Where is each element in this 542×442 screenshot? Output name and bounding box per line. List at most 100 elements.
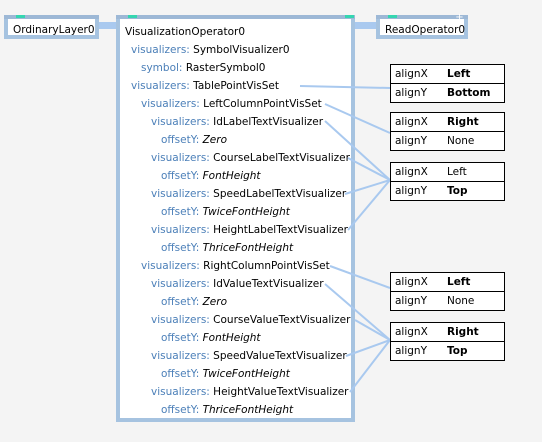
- property-value: HeightValueTextVisualizer: [213, 386, 349, 398]
- property-row[interactable]: visualizers: LeftColumnPointVisSet: [141, 97, 322, 111]
- property-value: CourseValueTextVisualizer: [213, 314, 351, 326]
- property-value: LeftColumnPointVisSet: [203, 98, 322, 110]
- connection-line: [324, 283, 391, 341]
- sheet-value: None: [447, 295, 475, 307]
- property-row[interactable]: visualizers: SpeedLabelTextVisualizer: [151, 187, 346, 201]
- sheet-value: Left: [447, 276, 471, 288]
- read-operator-node[interactable]: + ReadOperator0: [376, 12, 468, 39]
- sheet-value: Left: [447, 68, 471, 80]
- property-row[interactable]: offsetY: Zero: [161, 133, 227, 147]
- property-key: visualizers:: [151, 116, 210, 128]
- connection-line: [345, 339, 391, 357]
- property-row[interactable]: symbol: RasterSymbol0: [141, 61, 265, 75]
- sheet-row[interactable]: alignX Left: [391, 273, 504, 291]
- property-row[interactable]: visualizers: SpeedValueTextVisualizer: [151, 349, 347, 363]
- connection-line: [354, 319, 391, 341]
- wire-visop-to-read: [355, 22, 379, 29]
- property-row[interactable]: visualizers: CourseValueTextVisualizer: [151, 313, 350, 327]
- property-value: TwiceFontHeight: [202, 368, 290, 380]
- connection-line: [347, 179, 391, 231]
- port-marker-icon: [128, 15, 137, 18]
- port-marker-icon: [345, 15, 354, 18]
- sheet-key: alignY: [395, 345, 428, 357]
- property-key: offsetY:: [161, 134, 200, 146]
- property-row[interactable]: visualizers: CourseLabelTextVisualizer: [151, 151, 350, 165]
- property-row[interactable]: offsetY: Zero: [161, 295, 227, 309]
- property-row[interactable]: visualizers: HeightLabelTextVisualizer: [151, 223, 348, 237]
- property-row[interactable]: offsetY: FontHeight: [161, 331, 261, 345]
- property-value: SpeedLabelTextVisualizer: [213, 188, 347, 200]
- property-value: FontHeight: [202, 170, 261, 182]
- wire-ordinary-to-visop: [95, 22, 119, 29]
- connection-line: [324, 120, 391, 181]
- sheet-row[interactable]: alignX Left: [391, 65, 504, 83]
- property-value: HeightLabelTextVisualizer: [213, 224, 348, 236]
- sheet-value: Right: [447, 326, 479, 338]
- property-value: TwiceFontHeight: [202, 206, 290, 218]
- property-key: visualizers:: [151, 224, 210, 236]
- property-value: RightColumnPointVisSet: [203, 260, 330, 272]
- node-header-bar: [376, 15, 468, 19]
- visualization-operator-node[interactable]: VisualizationOperator0 visualizers: Symb…: [116, 15, 355, 422]
- property-row[interactable]: visualizers: SymbolVisualizer0: [131, 43, 290, 57]
- node-title: ReadOperator0: [385, 24, 466, 36]
- property-value: ThriceFontHeight: [202, 404, 294, 416]
- property-row[interactable]: offsetY: ThriceFontHeight: [161, 241, 293, 255]
- property-key: offsetY:: [161, 296, 200, 308]
- ordinary-layer-node[interactable]: OrdinaryLayer0: [4, 15, 99, 39]
- connection-line: [347, 157, 391, 181]
- property-row[interactable]: offsetY: TwiceFontHeight: [161, 367, 290, 381]
- property-key: visualizers:: [151, 152, 210, 164]
- sheet-value: Left: [447, 166, 467, 178]
- sheet-value: None: [447, 135, 475, 147]
- connection-line: [329, 265, 391, 289]
- property-row[interactable]: visualizers: TablePointVisSet: [131, 79, 279, 93]
- property-value: IdValueTextVisualizer: [213, 278, 324, 290]
- property-key: visualizers:: [151, 278, 210, 290]
- add-icon[interactable]: +: [455, 12, 464, 23]
- property-key: offsetY:: [161, 170, 200, 182]
- property-value: IdLabelTextVisualizer: [213, 116, 324, 128]
- sheet-value: Top: [447, 185, 468, 197]
- property-row[interactable]: offsetY: TwiceFontHeight: [161, 205, 290, 219]
- connection-line: [299, 85, 391, 89]
- port-marker-icon: [388, 15, 397, 18]
- property-key: offsetY:: [161, 404, 200, 416]
- sheet-key: alignX: [395, 276, 428, 288]
- sheet-key: alignX: [395, 68, 428, 80]
- property-key: visualizers:: [151, 386, 210, 398]
- property-value: TablePointVisSet: [193, 80, 279, 92]
- sheet-key: alignY: [395, 87, 428, 99]
- property-key: visualizers:: [151, 188, 210, 200]
- property-row[interactable]: visualizers: HeightValueTextVisualizer: [151, 385, 349, 399]
- property-row[interactable]: visualizers: IdLabelTextVisualizer: [151, 115, 323, 129]
- node-title: OrdinaryLayer0: [13, 24, 95, 36]
- node-header-bar: [116, 15, 355, 19]
- property-value: Zero: [202, 296, 228, 308]
- property-key: visualizers:: [141, 260, 200, 272]
- property-row[interactable]: visualizers: IdValueTextVisualizer: [151, 277, 324, 291]
- property-row[interactable]: offsetY: ThriceFontHeight: [161, 403, 293, 417]
- connection-line: [344, 179, 391, 195]
- property-value: RasterSymbol0: [185, 62, 266, 74]
- property-key: offsetY:: [161, 206, 200, 218]
- property-row[interactable]: offsetY: FontHeight: [161, 169, 261, 183]
- sheet-key: alignX: [395, 116, 428, 128]
- property-row[interactable]: visualizers: RightColumnPointVisSet: [141, 259, 330, 273]
- property-key: visualizers:: [141, 98, 200, 110]
- property-value: FontHeight: [202, 332, 261, 344]
